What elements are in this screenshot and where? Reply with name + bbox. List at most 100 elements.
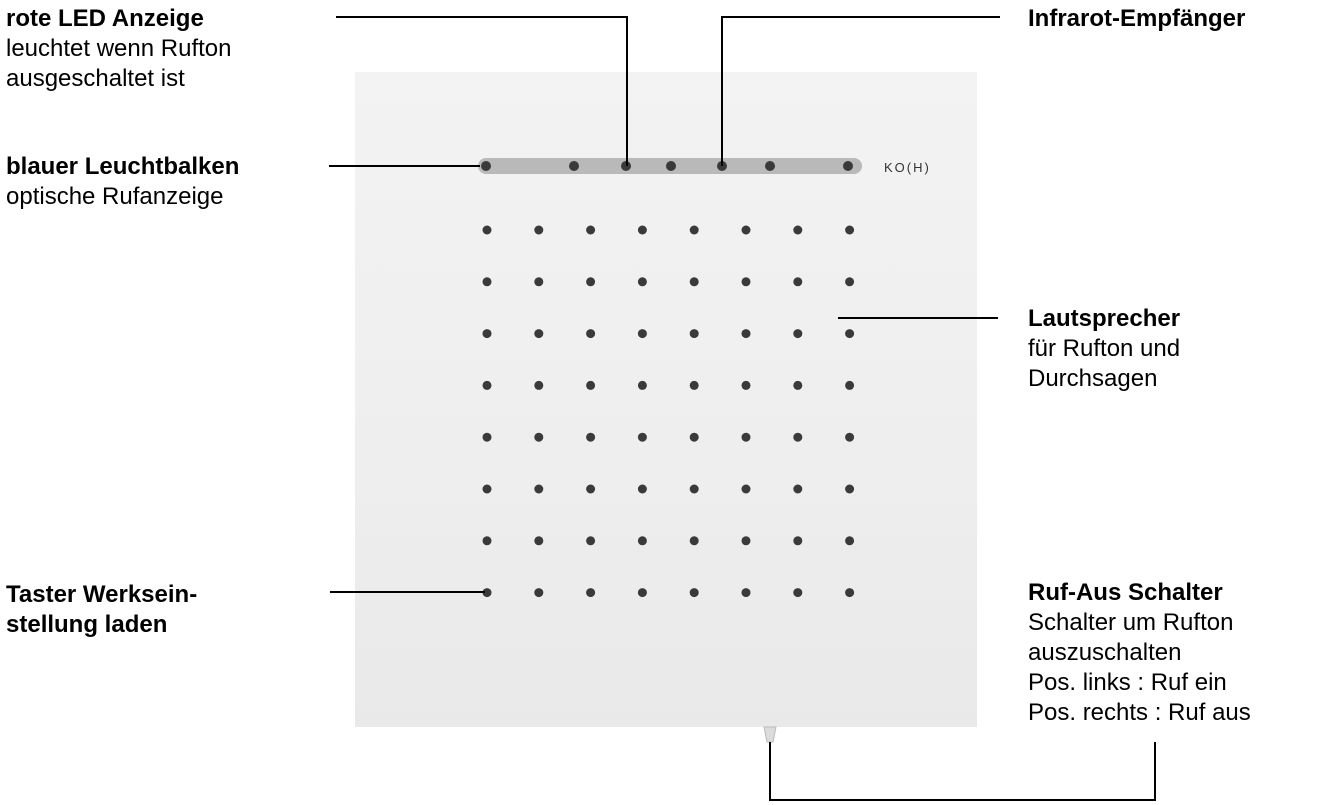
- speaker-hole: [637, 484, 647, 494]
- brand-logo: KO(H): [884, 160, 931, 175]
- speaker-hole: [482, 225, 492, 235]
- speaker-hole: [689, 329, 699, 339]
- speaker-hole: [637, 225, 647, 235]
- speaker-hole: [637, 588, 647, 598]
- speaker-hole: [741, 277, 751, 287]
- speaker-hole: [741, 588, 751, 598]
- speaker-hole: [637, 380, 647, 390]
- speaker-hole: [637, 432, 647, 442]
- label-rote-led: rote LED Anzeige leuchtet wenn Rufton au…: [6, 4, 231, 94]
- label-ruf-aus-line: Pos. links : Ruf ein: [1028, 669, 1227, 696]
- speaker-hole: [845, 588, 855, 598]
- label-taster-line: stellung laden: [6, 611, 168, 638]
- light-bar-dot: [481, 161, 491, 171]
- speaker-hole: [793, 484, 803, 494]
- speaker-hole: [845, 225, 855, 235]
- speaker-hole: [689, 277, 699, 287]
- label-taster-title: Taster Werksein-: [6, 581, 198, 608]
- label-rote-led-title: rote LED Anzeige: [6, 5, 204, 32]
- speaker-hole: [741, 225, 751, 235]
- label-leuchtbalken: blauer Leuchtbalken optische Rufanzeige: [6, 152, 239, 212]
- label-ruf-aus-line: Schalter um Rufton: [1028, 609, 1234, 636]
- speaker-hole: [586, 484, 596, 494]
- speaker-hole: [689, 484, 699, 494]
- light-bar-dot: [765, 161, 775, 171]
- speaker-hole: [637, 329, 647, 339]
- speaker-hole: [845, 329, 855, 339]
- label-leuchtbalken-line: optische Rufanzeige: [6, 183, 224, 210]
- speaker-hole: [534, 225, 544, 235]
- speaker-hole: [845, 484, 855, 494]
- speaker-hole: [793, 432, 803, 442]
- ruf-aus-switch: [763, 726, 777, 743]
- label-lautsprecher-line: für Rufton und: [1028, 335, 1181, 362]
- leader-infrarot: [721, 16, 1000, 166]
- speaker-hole: [845, 536, 855, 546]
- light-bar-dot: [569, 161, 579, 171]
- speaker-hole: [534, 380, 544, 390]
- speaker-hole: [534, 484, 544, 494]
- speaker-hole: [845, 277, 855, 287]
- leader-rote-led: [336, 16, 628, 166]
- label-ruf-aus-line: Pos. rechts : Ruf aus: [1028, 699, 1251, 726]
- speaker-hole: [689, 380, 699, 390]
- speaker-hole: [845, 380, 855, 390]
- speaker-hole: [793, 380, 803, 390]
- label-rote-led-line: ausgeschaltet ist: [6, 65, 185, 92]
- speaker-hole: [482, 380, 492, 390]
- leader-ruf-aus: [769, 742, 1156, 801]
- device-panel: [355, 72, 977, 727]
- speaker-hole: [741, 536, 751, 546]
- speaker-hole: [741, 432, 751, 442]
- label-ruf-aus-title: Ruf-Aus Schalter: [1028, 579, 1223, 606]
- speaker-hole: [482, 588, 492, 598]
- speaker-hole: [741, 484, 751, 494]
- label-leuchtbalken-title: blauer Leuchtbalken: [6, 153, 240, 180]
- label-taster: Taster Werksein- stellung laden: [6, 580, 197, 640]
- speaker-hole: [586, 588, 596, 598]
- light-bar-dot: [666, 161, 676, 171]
- label-rote-led-line: leuchtet wenn Rufton: [6, 35, 232, 62]
- speaker-hole: [586, 225, 596, 235]
- speaker-hole: [793, 329, 803, 339]
- speaker-hole: [586, 329, 596, 339]
- speaker-hole: [586, 380, 596, 390]
- label-lautsprecher-title: Lautsprecher: [1028, 305, 1181, 332]
- speaker-hole: [793, 277, 803, 287]
- speaker-hole: [793, 588, 803, 598]
- speaker-hole: [741, 380, 751, 390]
- label-lautsprecher-line: Durchsagen: [1028, 365, 1158, 392]
- speaker-hole: [689, 588, 699, 598]
- speaker-hole: [793, 536, 803, 546]
- label-ruf-aus: Ruf-Aus Schalter Schalter um Rufton ausz…: [1028, 578, 1251, 728]
- label-infrarot-title: Infrarot-Empfänger: [1028, 5, 1246, 32]
- speaker-hole: [637, 277, 647, 287]
- label-ruf-aus-line: auszuschalten: [1028, 639, 1182, 666]
- light-bar-dots: [481, 161, 853, 171]
- speaker-hole: [586, 432, 596, 442]
- speaker-hole: [482, 484, 492, 494]
- speaker-hole: [482, 432, 492, 442]
- speaker-hole: [482, 329, 492, 339]
- speaker-hole: [689, 225, 699, 235]
- label-lautsprecher: Lautsprecher für Rufton und Durchsagen: [1028, 304, 1180, 394]
- speaker-hole: [637, 536, 647, 546]
- speaker-hole: [689, 536, 699, 546]
- speaker-hole: [534, 536, 544, 546]
- speaker-hole: [689, 432, 699, 442]
- speaker-hole: [845, 432, 855, 442]
- speaker-hole: [534, 329, 544, 339]
- label-infrarot: Infrarot-Empfänger: [1028, 4, 1245, 34]
- speaker-hole: [586, 536, 596, 546]
- speaker-hole: [534, 588, 544, 598]
- speaker-hole: [793, 225, 803, 235]
- speaker-hole: [482, 536, 492, 546]
- speaker-hole: [534, 277, 544, 287]
- speaker-hole: [741, 329, 751, 339]
- light-bar-dot: [843, 161, 853, 171]
- speaker-hole: [534, 432, 544, 442]
- speaker-grille: [482, 225, 855, 598]
- speaker-hole: [586, 277, 596, 287]
